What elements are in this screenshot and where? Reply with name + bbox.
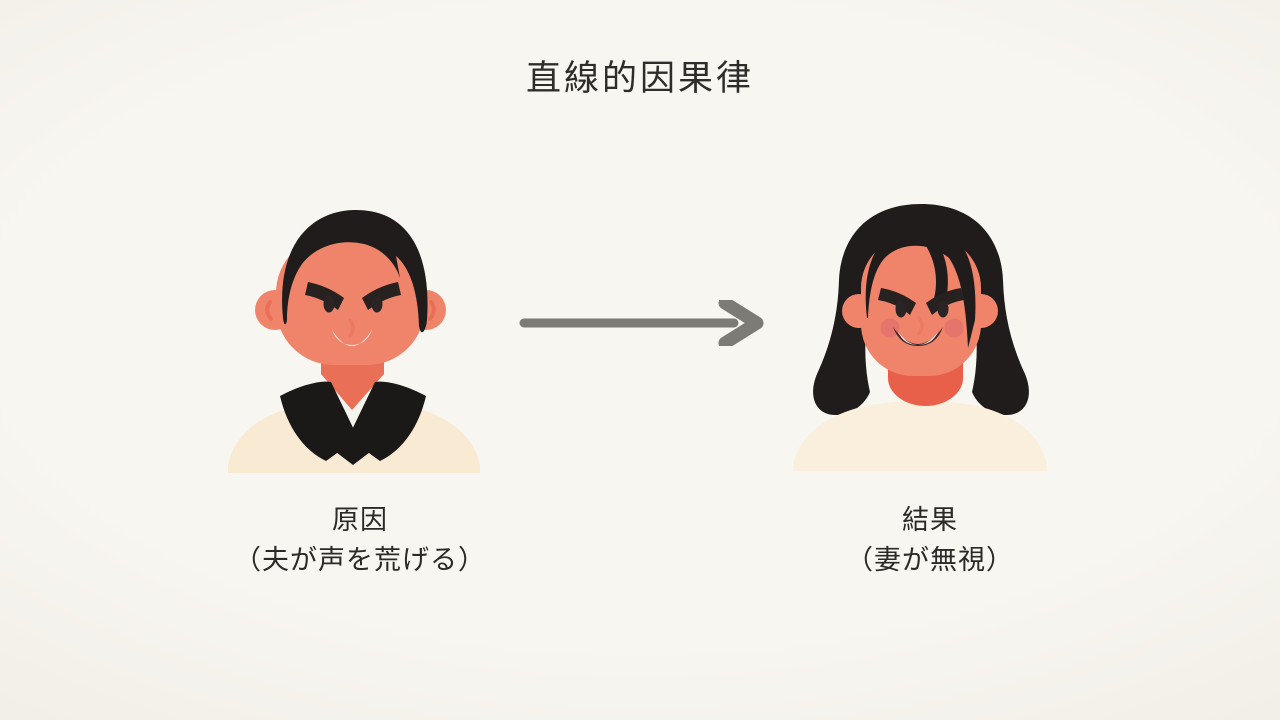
husband-ear-right-detail	[428, 300, 436, 321]
cause-label: 原因	[332, 505, 388, 535]
husband-collar-left	[280, 381, 358, 461]
husband-ear-left-detail	[265, 300, 273, 321]
husband-eye-left	[323, 295, 335, 313]
cause-caption: 原因 （夫が声を荒げる）	[150, 500, 570, 580]
husband-nose	[348, 318, 355, 338]
husband-collar-right	[348, 381, 426, 461]
wife-eye-left	[895, 300, 907, 318]
effect-caption: 結果 （妻が無視）	[720, 500, 1140, 580]
husband-bow-knot	[332, 428, 374, 465]
wife-hair-lock	[919, 226, 948, 312]
wife-nose	[917, 316, 924, 335]
wife-eye-right	[937, 300, 949, 318]
wife-teeth	[898, 332, 938, 345]
effect-sublabel: （妻が無視）	[846, 545, 1014, 575]
effect-label: 結果	[902, 505, 958, 535]
husband-eye-right	[371, 295, 383, 313]
cause-sublabel: （夫が声を荒げる）	[234, 545, 486, 575]
husband-mouth	[332, 330, 372, 346]
angry-wife-avatar	[793, 204, 1047, 471]
wife-face	[861, 236, 981, 376]
wife-blush-right	[944, 318, 964, 338]
wife-hair-front	[865, 223, 976, 348]
wife-top	[793, 400, 1047, 471]
wife-eyebrow-left	[878, 288, 916, 315]
wife-hair-back	[813, 204, 1029, 416]
wife-blush-left	[880, 318, 900, 338]
angry-husband-avatar	[228, 209, 480, 473]
right-arrow-icon	[519, 300, 764, 346]
page-title: 直線的因果律	[525, 59, 754, 98]
husband-hair	[282, 209, 428, 333]
husband-face	[276, 235, 425, 365]
